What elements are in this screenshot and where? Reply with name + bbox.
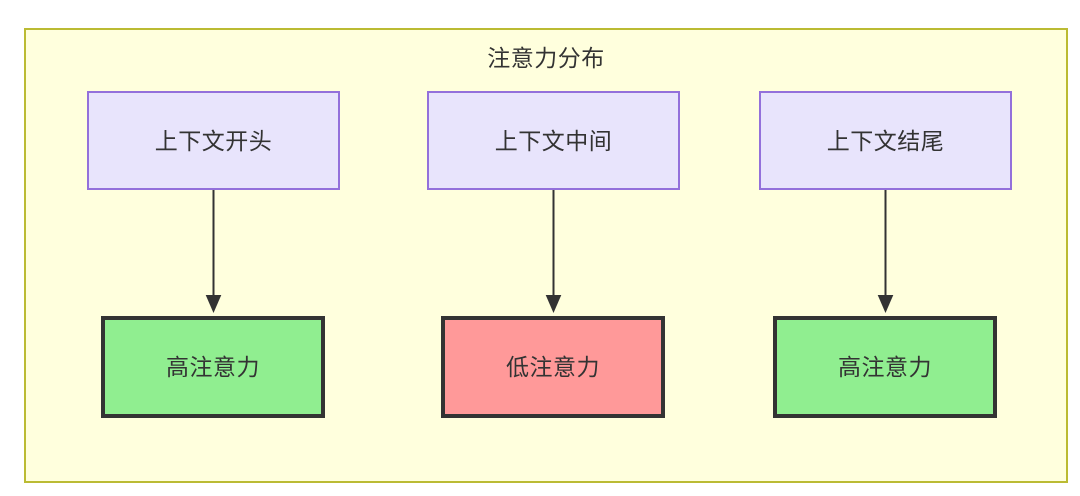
node-attention-end-label: 高注意力 [838,354,932,380]
node-context-end-label: 上下文结尾 [826,127,945,154]
subgraph-title: 注意力分布 [487,45,605,71]
node-attention-end[interactable]: 高注意力 [773,316,997,418]
node-context-end[interactable]: 上下文结尾 [759,91,1012,190]
node-context-middle-label: 上下文中间 [494,127,613,154]
node-attention-middle[interactable]: 低注意力 [441,316,665,418]
node-context-middle[interactable]: 上下文中间 [427,91,680,190]
node-attention-start[interactable]: 高注意力 [101,316,325,418]
node-context-start[interactable]: 上下文开头 [87,91,340,190]
node-context-start-label: 上下文开头 [154,127,273,154]
node-attention-start-label: 高注意力 [166,354,260,380]
node-attention-middle-label: 低注意力 [506,354,600,380]
